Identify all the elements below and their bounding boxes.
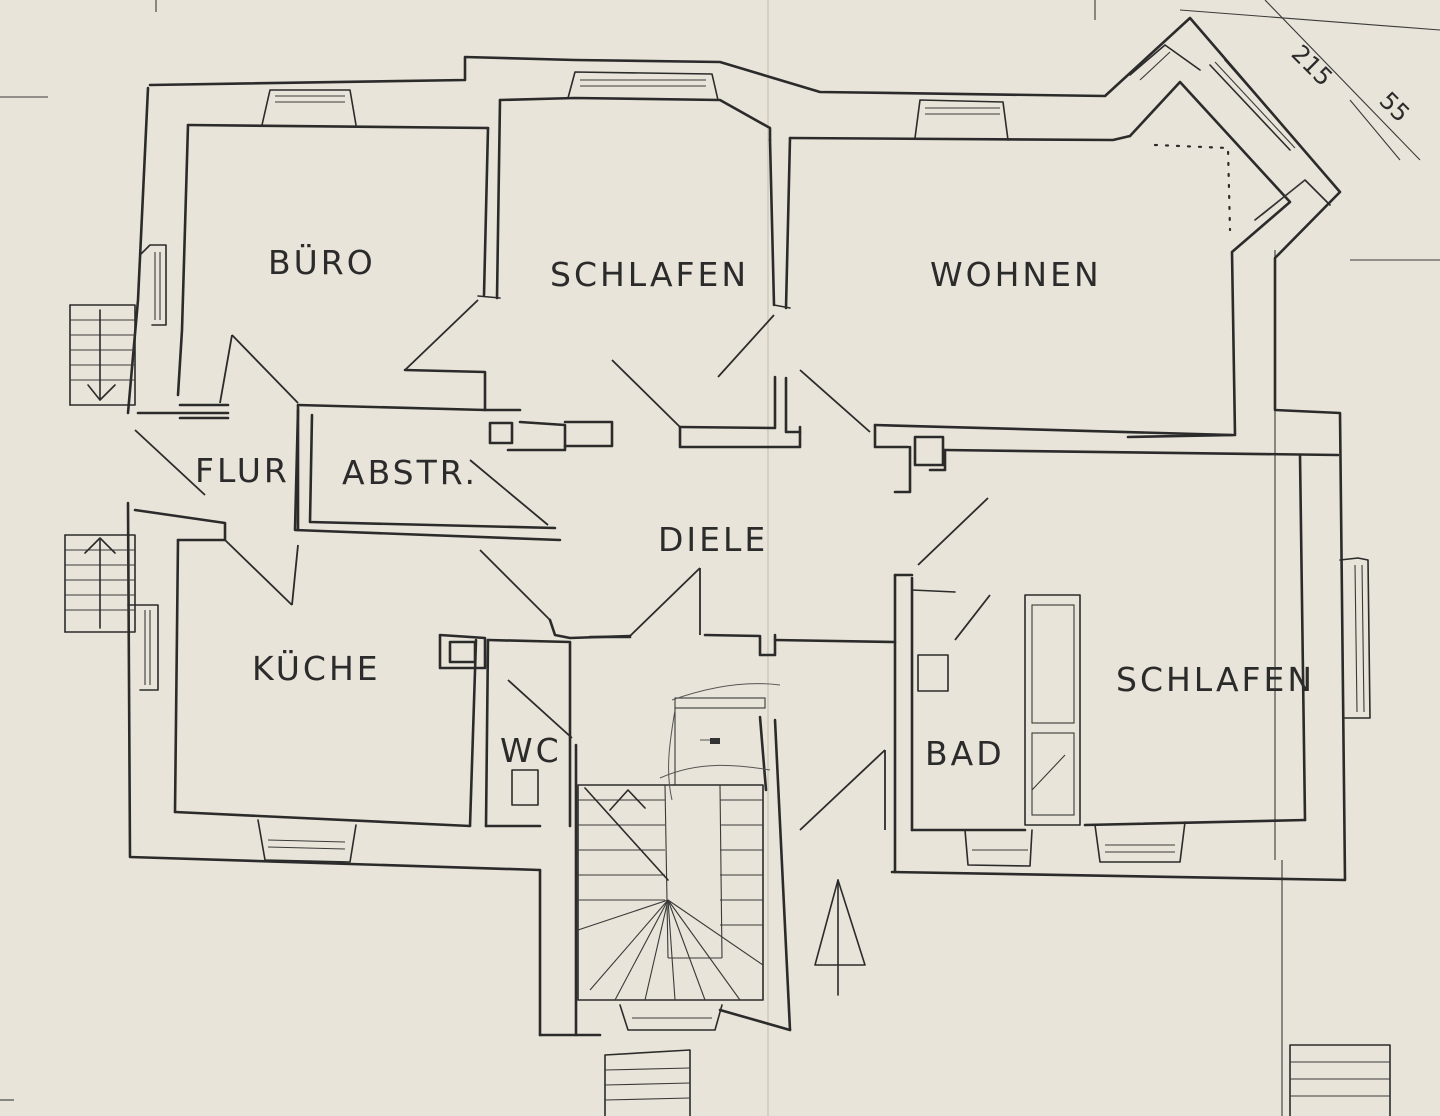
room-label-flur: FLUR — [195, 451, 290, 490]
main-staircase — [577, 697, 766, 1001]
bay-outline — [1153, 143, 1232, 232]
dim-bay-offset: 55 — [1374, 86, 1415, 127]
room-label-diele: DIELE — [658, 520, 768, 559]
left-exterior-stair-bottom — [64, 534, 136, 633]
room-label-buero: BÜRO — [268, 242, 376, 282]
door-swings — [134, 299, 991, 831]
interior-walls — [133, 98, 1234, 1037]
windows — [127, 44, 1371, 1031]
stair-treads — [577, 799, 764, 1001]
room-label-kueche: KÜCHE — [252, 648, 381, 688]
north-arrow-icon — [814, 879, 866, 996]
dimension-annotation: 215 55 — [1179, 0, 1440, 161]
wc-toilet — [511, 769, 539, 806]
room-label-abstr: ABSTR. — [342, 453, 478, 492]
lower-stair-fragments — [604, 1044, 1391, 1116]
left-exterior-stair-top — [69, 304, 136, 406]
room-label-schlafen-top: SCHLAFEN — [550, 255, 749, 294]
room-label-wohnen: WOHNEN — [930, 255, 1102, 294]
bathtub — [1024, 594, 1081, 826]
stair-direction-arrow — [584, 787, 669, 881]
room-label-wc: WC — [500, 731, 562, 770]
room-label-schlafen-right: SCHLAFEN — [1116, 660, 1315, 699]
dim-bay-depth: 215 — [1286, 39, 1338, 91]
pencil-sketch — [659, 683, 781, 801]
exterior-walls — [126, 16, 1347, 882]
room-label-bad: BAD — [925, 734, 1005, 773]
